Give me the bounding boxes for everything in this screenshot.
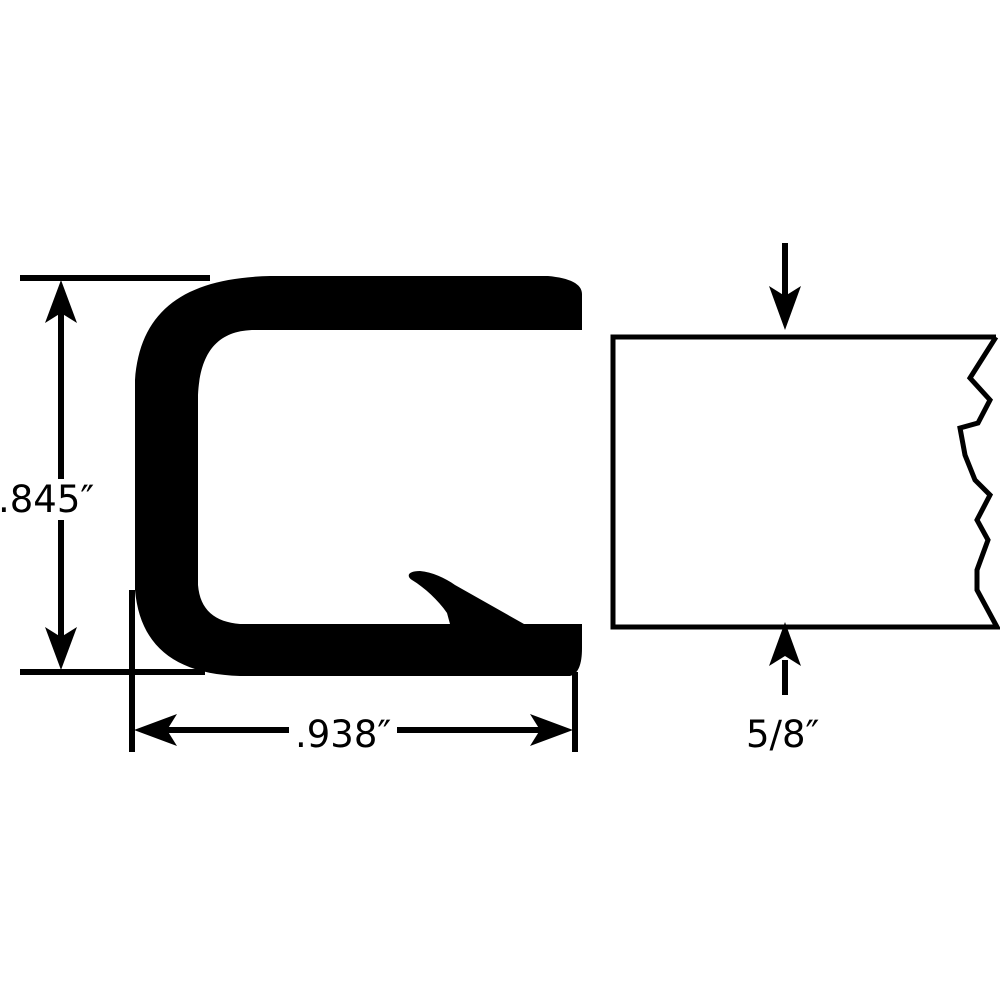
arrow-down-icon: [45, 627, 77, 670]
arrow-left-icon: [134, 714, 177, 746]
height-dimension-label: .845″: [0, 479, 97, 520]
arrow-down-icon: [769, 286, 801, 330]
arrow-up-icon: [769, 622, 801, 666]
panel-outline: [610, 334, 1000, 630]
width-dimension-label: .938″: [289, 716, 398, 753]
trim-profile-shape: [135, 276, 582, 676]
thickness-dimension-label: 5/8″: [746, 713, 820, 756]
arrow-up-icon: [45, 280, 77, 323]
arrow-right-icon: [530, 714, 573, 746]
